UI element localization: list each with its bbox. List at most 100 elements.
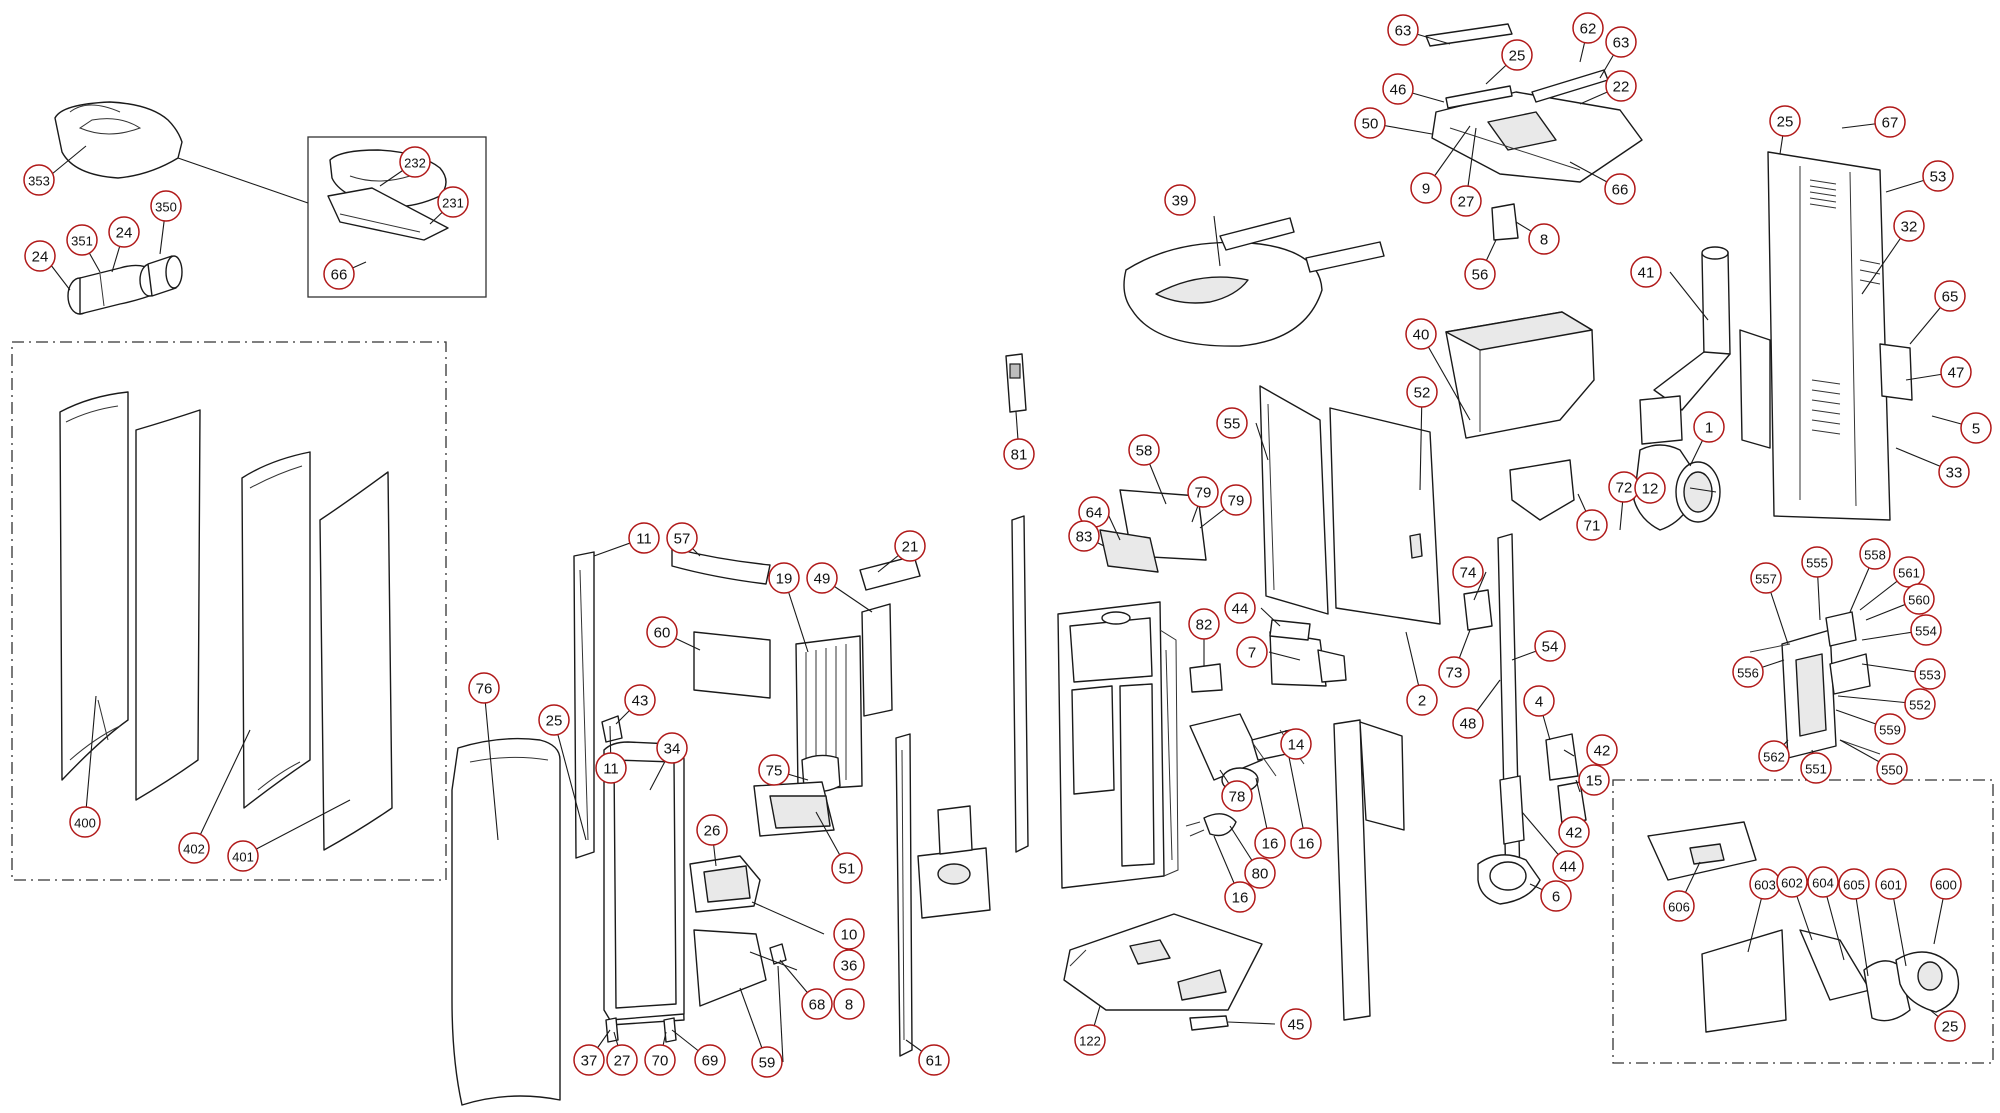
callout-circle [831,852,863,884]
callout-c59: 59 [751,1046,783,1078]
callout-c553: 553 [1914,658,1946,690]
callout-c351: 351 [66,224,98,256]
callout-number: 558 [1864,548,1886,563]
callout-number: 353 [28,174,50,189]
callout-number: 37 [581,1053,598,1070]
callout-number: 232 [404,156,426,171]
callout-circle [1874,713,1906,745]
callout-c350: 350 [150,190,182,222]
callout-c27a: 27 [606,1044,638,1076]
callout-number: 61 [926,1053,943,1070]
callout-circle [1450,185,1482,217]
burner-kit-part [1647,821,1960,1033]
tray-122-part [1063,913,1263,1011]
callout-circle [1875,868,1907,900]
callout-number: 63 [1395,23,1412,40]
callout-number: 72 [1616,480,1633,497]
callout-circle [751,1046,783,1078]
ash-drawer-parts [689,855,787,1007]
callout-c555: 555 [1801,546,1833,578]
callout-c402: 402 [178,832,210,864]
callout-c558: 558 [1859,538,1891,570]
upper-panel-parts [671,547,771,699]
callout-circle [1876,753,1908,785]
callout-circle [1188,608,1220,640]
callout-circle [1769,105,1801,137]
callout-circle [1910,614,1942,646]
callout-circle [1244,857,1276,889]
callout-number: 605 [1843,878,1865,893]
callout-circle [573,1044,605,1076]
callout-number: 16 [1298,836,1315,853]
callout-circle [399,146,431,178]
side-panel-55-part [1259,385,1329,615]
callout-number: 80 [1252,866,1269,883]
callout-number: 81 [1011,447,1028,464]
callout-c8b: 8 [1528,223,1560,255]
callout-number: 78 [1229,789,1246,806]
callout-c78: 78 [1221,780,1253,812]
callout-number: 16 [1232,890,1249,907]
callout-c605: 605 [1838,868,1870,900]
callout-circle [1940,356,1972,388]
callout-circle [1934,1010,1966,1042]
callout-number: 41 [1638,265,1655,282]
callout-c5: 5 [1960,412,1992,444]
callout-number: 64 [1086,505,1103,522]
callout-circle [1164,184,1196,216]
callout-c15: 15 [1578,764,1610,796]
side-panels-group-frame [11,341,447,881]
callout-c11a: 11 [628,522,660,554]
callout-number: 51 [839,861,856,878]
callout-circle [1221,780,1253,812]
callout-circle [23,164,55,196]
top-bracket-63a-part [1425,23,1513,47]
callout-circle [323,258,355,290]
callout-c41: 41 [1630,256,1662,288]
foot-45-part [1189,1015,1229,1031]
control-panel-82-part [1189,663,1223,693]
callout-number: 25 [1777,114,1794,131]
callout-c602: 602 [1776,866,1808,898]
callout-circle [646,616,678,648]
callout-circle [1280,728,1312,760]
callout-number: 57 [674,531,691,548]
callout-circle [1934,280,1966,312]
callout-circle [758,754,790,786]
callout-number: 32 [1901,219,1918,236]
callout-number: 12 [1642,481,1659,498]
callout-number: 402 [183,842,205,857]
callout-c69: 69 [694,1044,726,1076]
lid-39-part [1123,217,1385,347]
callout-c561: 561 [1893,556,1925,588]
callout-number: 122 [1079,1034,1101,1049]
ash-box-part [917,805,991,919]
callout-c68: 68 [801,988,833,1020]
callout-number: 562 [1763,750,1785,765]
fan-6-part [1477,775,1541,905]
callout-c562: 562 [1758,740,1790,772]
auger-motor-part [1189,713,1297,793]
callout-c7: 7 [1236,636,1268,668]
callout-circle [1382,73,1414,105]
callout-circle [1578,764,1610,796]
callout-number: 24 [32,249,49,266]
callout-c39: 39 [1164,184,1196,216]
callout-circle [1558,816,1590,848]
callout-c22: 22 [1605,70,1637,102]
callout-c73: 73 [1438,656,1470,688]
callout-c79b: 79 [1220,484,1252,516]
callout-number: 350 [155,200,177,215]
callout-c50: 50 [1354,107,1386,139]
callout-number: 559 [1879,723,1901,738]
callout-circle [1236,636,1268,668]
callout-c19: 19 [768,562,800,594]
callout-c26: 26 [696,814,728,846]
callout-circle [1068,520,1100,552]
callout-c44a: 44 [1224,592,1256,624]
callout-circle [666,522,698,554]
side-panel-402-part [241,451,311,809]
callout-c2: 2 [1406,684,1438,716]
callout-circle [656,732,688,764]
